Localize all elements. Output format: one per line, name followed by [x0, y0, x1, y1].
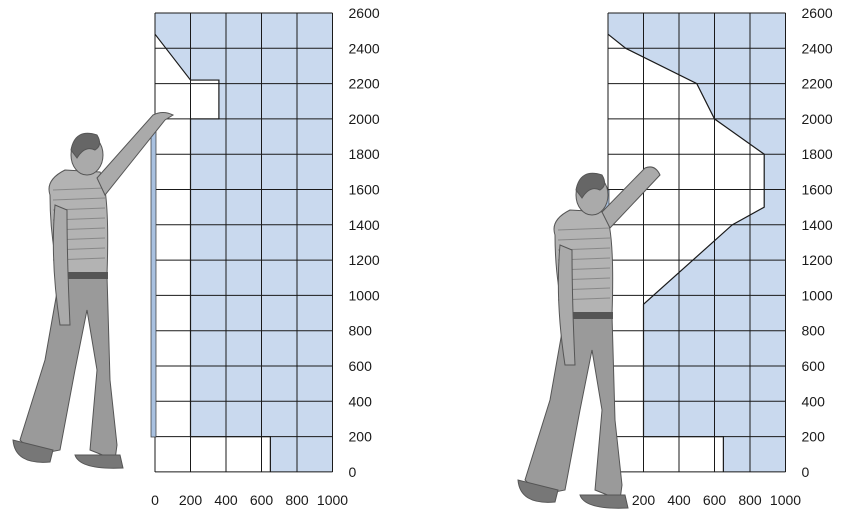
y-tick-label: 800 [802, 323, 826, 339]
y-tick-label: 1200 [802, 252, 833, 268]
y-tick-label: 1000 [802, 287, 833, 303]
x-tick-label: 800 [285, 492, 309, 508]
y-tick-label: 2000 [349, 111, 380, 127]
x-tick-label: 200 [179, 492, 203, 508]
support-post [150, 124, 157, 438]
y-tick-label: 1400 [802, 217, 833, 233]
y-tick-label: 1600 [349, 182, 380, 198]
y-tick-label: 2200 [802, 76, 833, 92]
x-tick-label: 600 [703, 492, 727, 508]
reach-boundary-line [607, 33, 765, 472]
x-tick-label: 400 [667, 492, 691, 508]
y-tick-label: 400 [802, 393, 826, 409]
panel-left: 2600240022002000180016001400120010008006… [12, 5, 380, 508]
y-tick-label: 0 [349, 464, 357, 480]
y-tick-label: 1400 [349, 217, 380, 233]
y-tick-label: 2400 [349, 40, 380, 56]
y-tick-label: 1800 [349, 146, 380, 162]
x-tick-label: 1000 [317, 492, 348, 508]
reach-zone-area [608, 13, 786, 472]
reach-zone-area [155, 13, 333, 472]
y-tick-label: 600 [802, 358, 826, 374]
reach-grid [154, 12, 333, 473]
y-tick-label: 600 [349, 358, 373, 374]
reach-boundary-line [154, 33, 271, 472]
y-tick-label: 1800 [802, 146, 833, 162]
x-tick-label: 0 [151, 492, 159, 508]
x-tick-label: 400 [214, 492, 238, 508]
x-tick-label: 800 [738, 492, 762, 508]
y-tick-label: 200 [802, 429, 826, 445]
y-tick-label: 2400 [802, 40, 833, 56]
y-tick-label: 200 [349, 429, 373, 445]
y-tick-label: 2200 [349, 76, 380, 92]
y-tick-label: 400 [349, 393, 373, 409]
y-tick-label: 1000 [349, 287, 380, 303]
x-tick-label: 600 [250, 492, 274, 508]
x-tick-label: 1000 [770, 492, 801, 508]
human-figure-illustration [517, 166, 661, 509]
y-tick-label: 1600 [802, 182, 833, 198]
y-tick-label: 800 [349, 323, 373, 339]
y-tick-label: 1200 [349, 252, 380, 268]
y-tick-label: 2600 [802, 5, 833, 21]
y-tick-label: 2000 [802, 111, 833, 127]
human-figure-illustration [12, 112, 175, 469]
y-tick-label: 0 [802, 464, 810, 480]
x-tick-label: 200 [632, 492, 656, 508]
panel-right: 2600240022002000180016001400120010008006… [517, 5, 833, 509]
y-tick-label: 2600 [349, 5, 380, 21]
